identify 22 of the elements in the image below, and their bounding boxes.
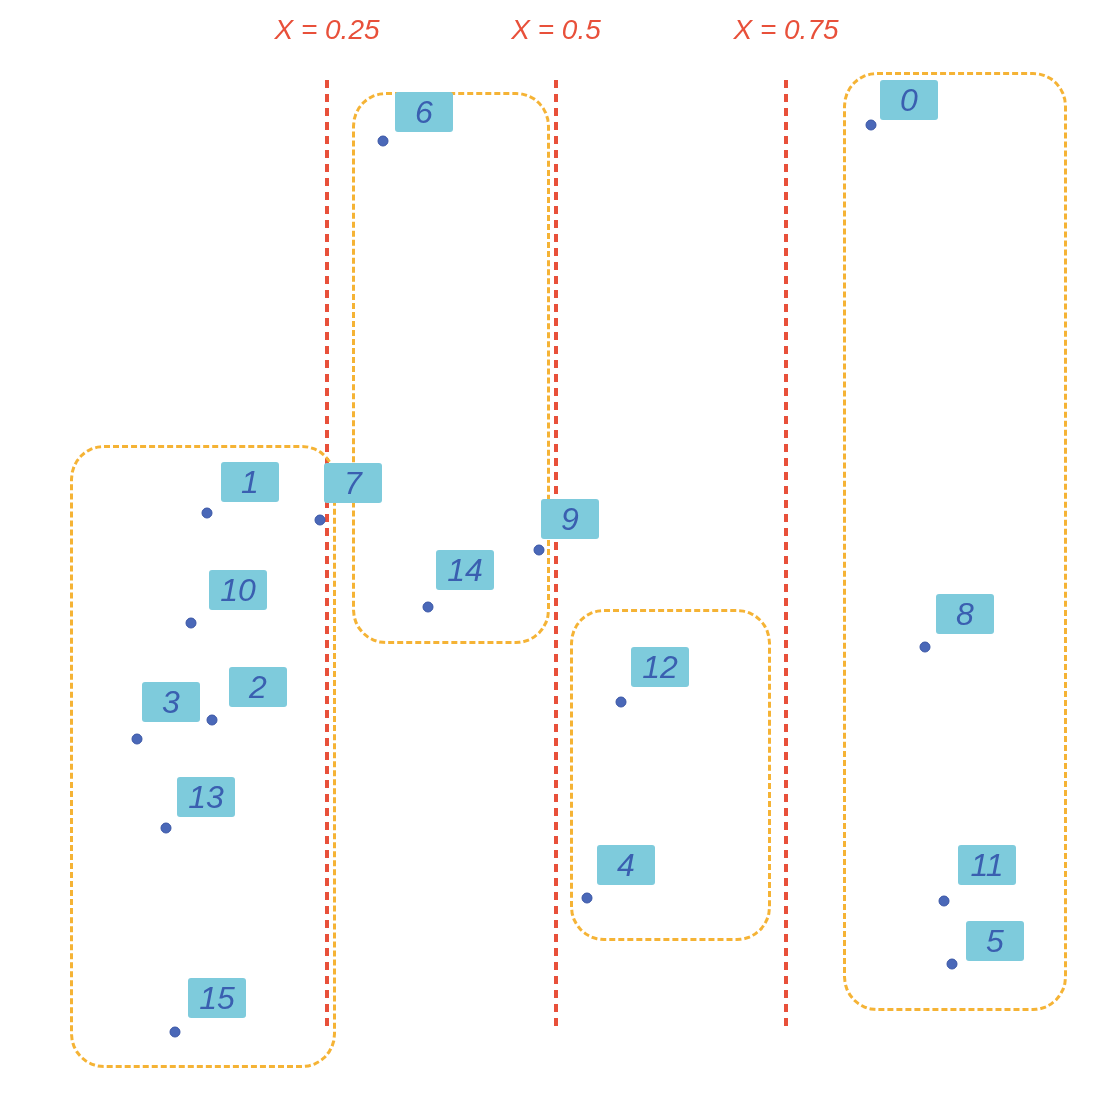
point-label: 4 (597, 845, 655, 885)
point-label: 11 (958, 845, 1016, 885)
group-outline (70, 445, 336, 1068)
point-label: 6 (395, 92, 453, 132)
threshold-label: X = 0.25 (274, 14, 380, 46)
threshold-label: X = 0.5 (511, 14, 601, 46)
group-outline (843, 72, 1067, 1011)
point-label: 14 (436, 550, 494, 590)
point-label: 0 (880, 80, 938, 120)
point-label: 7 (324, 463, 382, 503)
point-label: 10 (209, 570, 267, 610)
threshold-label: X = 0.75 (733, 14, 839, 46)
group-outline (570, 609, 771, 941)
point-label: 13 (177, 777, 235, 817)
point-label: 5 (966, 921, 1024, 961)
point-label: 12 (631, 647, 689, 687)
point-label: 9 (541, 499, 599, 539)
point-label: 2 (229, 667, 287, 707)
point-label: 8 (936, 594, 994, 634)
point-label: 3 (142, 682, 200, 722)
point-label: 15 (188, 978, 246, 1018)
point-label: 1 (221, 462, 279, 502)
